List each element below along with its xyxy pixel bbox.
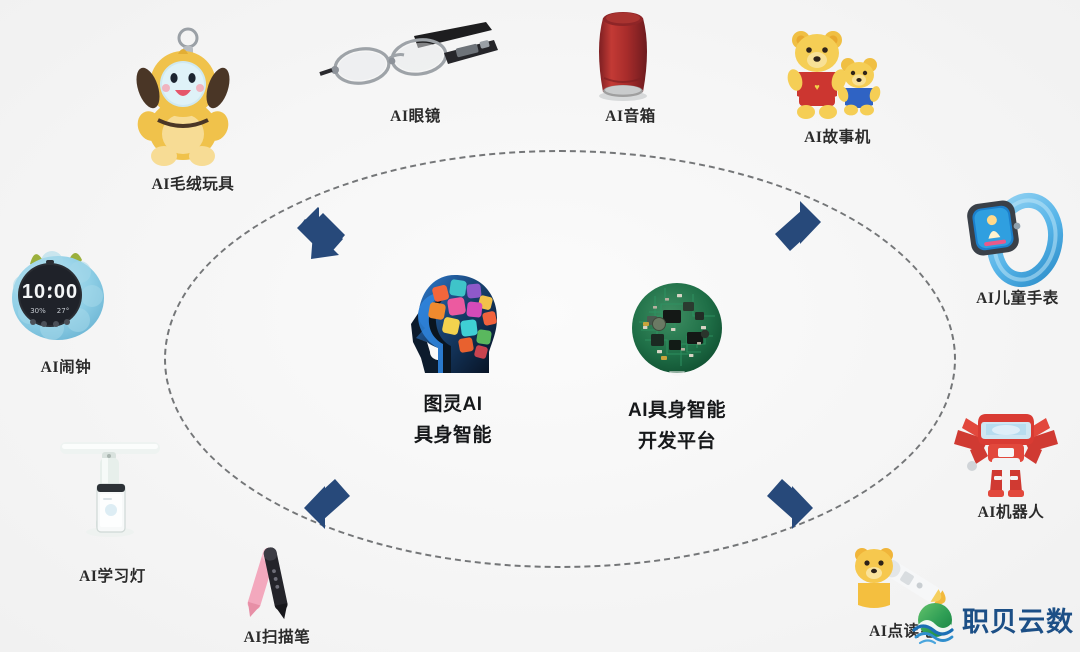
item-ai-alarm-clock[interactable]: 10:00 30% 27° AI闹钟 (0, 240, 132, 377)
reading-pen-icon (840, 535, 965, 619)
item-label: AI毛绒玩具 (151, 176, 235, 193)
arrow-up-left (293, 203, 351, 265)
item-ai-kids-watch[interactable]: AI儿童手表 (955, 186, 1080, 308)
alarm-clock-icon: 10:00 30% 27° (0, 240, 132, 355)
plush-toy-icon (128, 22, 258, 172)
core-label-line1: AI具身智能 (627, 400, 726, 421)
core-label-line2: 开发平台 (637, 430, 716, 452)
item-label: AI眼镜 (390, 108, 441, 125)
transformer-robot-icon (952, 400, 1070, 500)
wave-globe-logo-icon (912, 600, 958, 645)
core-node-turing-ai: 图灵AI 具身智能 (368, 272, 538, 452)
core-label-line1: 图灵AI (423, 394, 483, 415)
arrow-down-right (760, 472, 818, 532)
item-label: AI学习灯 (79, 568, 146, 585)
svg-text:♥: ♥ (814, 82, 819, 92)
core-label-line2: 具身智能 (413, 424, 492, 446)
story-bear-icon: ♥ (775, 20, 900, 125)
study-lamp-icon (50, 432, 175, 564)
dashed-ellipse-boundary (164, 150, 956, 568)
item-label: AI故事机 (804, 129, 871, 146)
kids-watch-icon (955, 186, 1080, 288)
item-label: AI音箱 (605, 108, 656, 125)
svg-text:27°: 27° (57, 307, 69, 315)
watermark: 职贝云数 (912, 600, 1074, 645)
item-ai-robot[interactable]: AI机器人 (952, 400, 1070, 522)
circuit-board-icon (631, 282, 723, 376)
arrow-down-left (299, 472, 357, 532)
svg-text:10:00: 10:00 (22, 281, 78, 303)
core-node-dev-platform: AI具身智能 开发平台 (592, 282, 762, 458)
svg-text:30%: 30% (30, 307, 46, 315)
scan-pen-icon (218, 543, 336, 625)
smart-speaker-icon (568, 4, 693, 104)
item-label: AI扫描笔 (243, 629, 311, 646)
watermark-text: 职贝云数 (962, 606, 1074, 637)
item-label: AI机器人 (977, 504, 1045, 521)
item-ai-glasses[interactable]: AI眼镜 (318, 8, 513, 126)
item-label: AI儿童手表 (976, 290, 1059, 307)
smart-glasses-icon (318, 8, 513, 104)
item-ai-scan-pen[interactable]: AI扫描笔 (218, 543, 336, 647)
brain-head-icon (405, 272, 501, 376)
item-label: AI闹钟 (40, 359, 92, 376)
item-ai-speaker[interactable]: AI音箱 (568, 4, 693, 126)
arrow-up-right (767, 198, 825, 260)
item-ai-story-machine[interactable]: ♥ AI故事机 (775, 20, 900, 147)
item-ai-study-lamp[interactable]: AI学习灯 (50, 432, 175, 586)
item-ai-plush-toy[interactable]: AI毛绒玩具 (128, 22, 258, 194)
